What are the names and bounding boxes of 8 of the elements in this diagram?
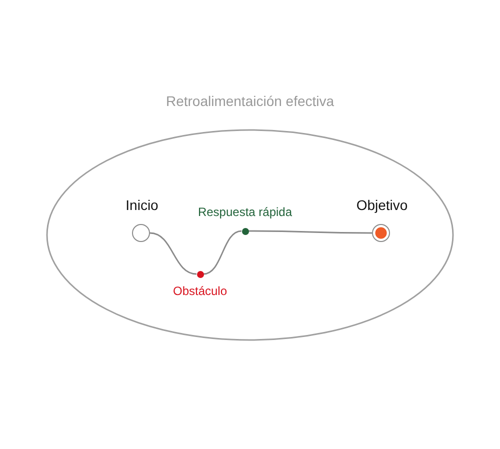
connector-line xyxy=(203,230,242,275)
ellipse-label: Retroalimentaición efectiva xyxy=(166,93,334,109)
node-label: Respuesta rápida xyxy=(198,204,292,218)
node-label: Objetivo xyxy=(356,197,408,213)
connector-line xyxy=(150,232,197,275)
node-label: Inicio xyxy=(126,197,158,213)
node-label: Obstáculo xyxy=(172,284,228,298)
connector-line xyxy=(248,230,372,234)
